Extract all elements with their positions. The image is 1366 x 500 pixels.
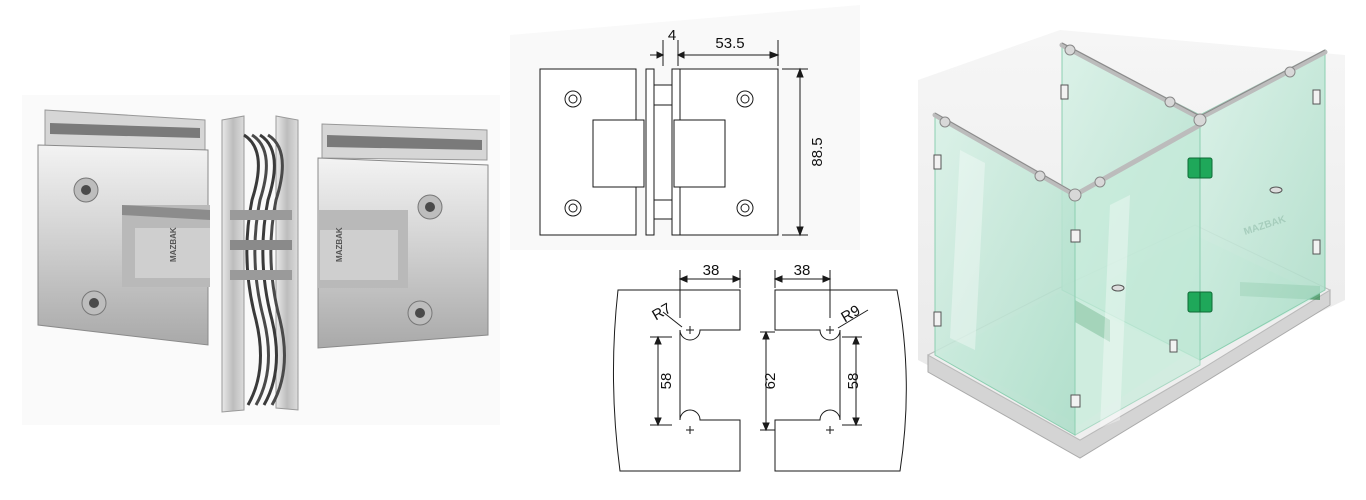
green-hinge-icon <box>1187 157 1213 179</box>
rail-connector-icon <box>1193 113 1207 127</box>
green-hinge-icon <box>1187 291 1213 313</box>
cutout-left-top-dim: 38 <box>703 262 720 279</box>
rail-connector-icon <box>1094 176 1106 188</box>
glass-cutout-drawing <box>612 270 907 472</box>
cutout-right-side-dim: 58 <box>845 373 862 390</box>
rail-connector-icon <box>1164 96 1176 108</box>
photo-brand-left: MAZBAK <box>169 227 178 262</box>
rail-connector-icon <box>1284 66 1296 78</box>
dim-gap-label: 4 <box>668 27 676 44</box>
rail-connector-icon <box>939 116 951 128</box>
dim-width-label: 53.5 <box>715 35 744 52</box>
dim-height-label: 88.5 <box>809 137 826 166</box>
shower-enclosure-render: MAZBAK <box>918 30 1345 459</box>
screw-socket-icon <box>81 185 91 195</box>
cutout-right-top-dim: 38 <box>794 262 811 279</box>
screw-socket-icon <box>425 202 435 212</box>
photo-brand-right: MAZBAK <box>335 227 344 262</box>
screw-socket-icon <box>89 298 99 308</box>
door-knob-icon <box>1111 284 1125 292</box>
hinge-photo: MAZBAK MAZBAK <box>22 95 500 425</box>
screw-socket-icon <box>415 308 425 318</box>
rail-connector-icon <box>1034 170 1046 182</box>
hinge-dimension-drawing <box>510 5 860 250</box>
cutout-right-inner-dim: 62 <box>762 373 779 390</box>
door-knob-icon <box>1269 186 1283 194</box>
rail-connector-icon <box>1068 188 1082 202</box>
rail-connector-icon <box>1064 44 1076 56</box>
cutout-left-side-dim: 58 <box>658 373 675 390</box>
